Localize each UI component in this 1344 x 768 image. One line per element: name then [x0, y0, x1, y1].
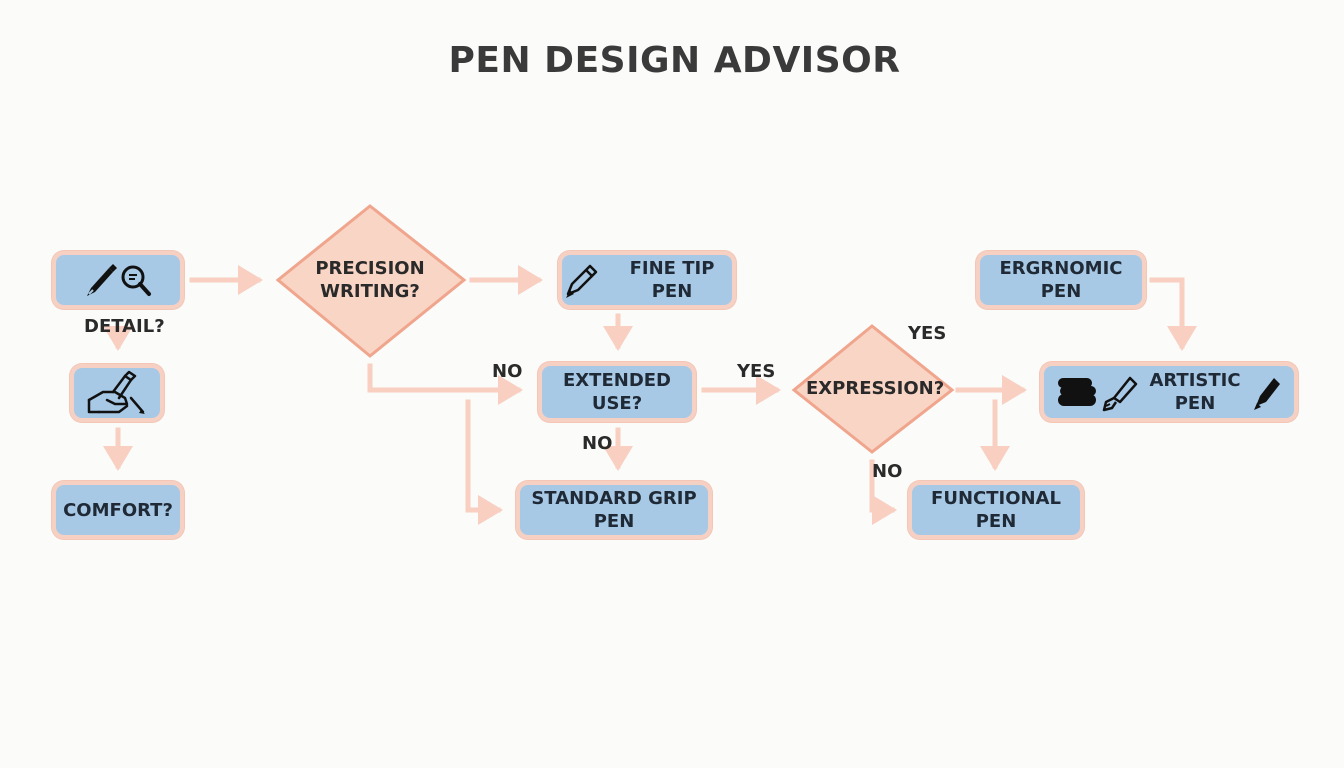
arrow-ergonomic-artistic [1149, 277, 1197, 351]
page-title: PEN DESIGN ADVISOR [448, 40, 901, 81]
hand-writing-node[interactable] [70, 364, 164, 422]
standard-grip-pen-node[interactable]: STANDARD GRIP PEN [516, 481, 712, 539]
artistic-pen-node[interactable]: ARTISTIC PEN [1040, 362, 1298, 422]
fine-tip-pen-node[interactable]: FINE TIP PEN [558, 251, 736, 309]
expression-label: EXPRESSION? [806, 378, 945, 399]
pen-magnifier-icon [83, 260, 153, 300]
fountain-pen-icon [1100, 372, 1140, 412]
detail-label: DETAIL? [84, 316, 165, 337]
arrow-precision-extended [367, 363, 523, 405]
edge-label-yes-expression: YES [908, 323, 947, 344]
functional-pen-node[interactable]: FUNCTIONAL PEN [908, 481, 1084, 539]
arrow-branch-standard [465, 399, 503, 525]
expression-diamond [791, 324, 955, 454]
artistic-pen-label: ARTISTIC PEN [1149, 370, 1241, 414]
extended-use-node[interactable]: EXTENDED USE? [538, 362, 696, 422]
comfort-node[interactable]: COMFORT? [52, 481, 184, 539]
hand-writing-icon [85, 370, 149, 416]
arrow-expression-functional [869, 459, 897, 525]
edge-label-no-precision: NO [492, 361, 523, 382]
edge-label-yes-extended: YES [737, 361, 776, 382]
ergonomic-pen-node[interactable]: ERGRNOMIC PEN [976, 251, 1146, 309]
detail-node[interactable] [52, 251, 184, 309]
edge-label-no-expression: NO [872, 461, 903, 482]
precision-writing-label: PRECISION WRITING? [315, 258, 425, 302]
ink-blob-icon [1056, 372, 1100, 412]
fine-pen-icon [562, 260, 600, 300]
fine-tip-pen-label: FINE TIP PEN [629, 258, 715, 302]
edge-label-no-extended: NO [582, 433, 613, 454]
pen-icon [1250, 372, 1282, 412]
precision-diamond [275, 204, 467, 358]
